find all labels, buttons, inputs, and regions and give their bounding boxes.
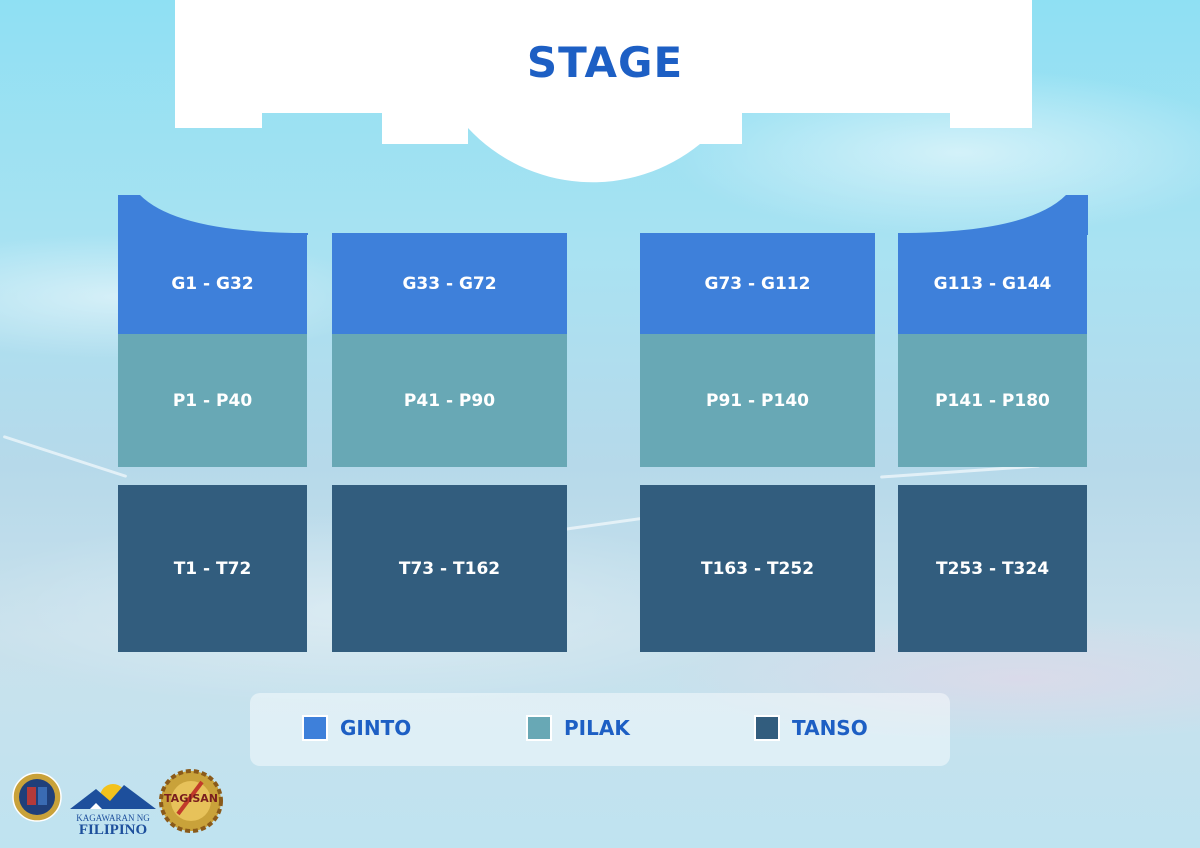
kagawaran-line2: FILIPINO	[78, 822, 148, 838]
section-label: G1 - G32	[171, 273, 254, 294]
school-seal-logo	[12, 772, 62, 822]
section-label: T163 - T252	[700, 558, 815, 579]
section-pilak-1[interactable]: P1 - P40	[118, 334, 307, 467]
section-ginto-2[interactable]: G33 - G72	[332, 233, 567, 334]
section-pilak-3[interactable]: P91 - P140	[640, 334, 875, 467]
legend-label-ginto: GINTO	[340, 716, 412, 740]
legend-item-tanso: TANSO	[754, 715, 868, 741]
mountain-sun-icon	[70, 784, 156, 810]
section-ginto-3[interactable]: G73 - G112	[640, 233, 875, 334]
section-tanso-4[interactable]: T253 - T324	[898, 485, 1087, 652]
sky-streak	[2, 434, 128, 479]
section-label: T73 - T162	[398, 558, 501, 579]
section-label: G113 - G144	[933, 273, 1052, 294]
kagawaran-line1: KAGAWARAN NG	[76, 813, 150, 823]
tagisan-text: TAGISAN	[164, 792, 218, 805]
section-label: G33 - G72	[402, 273, 497, 294]
section-tanso-3[interactable]: T163 - T252	[640, 485, 875, 652]
legend-item-pilak: PILAK	[526, 715, 630, 741]
stage-area	[175, 0, 1032, 183]
section-pilak-4[interactable]: P141 - P180	[898, 334, 1087, 467]
legend-item-ginto: GINTO	[302, 715, 411, 741]
swatch-tanso	[754, 715, 780, 741]
section-ginto-4[interactable]: G113 - G144	[898, 233, 1087, 334]
section-label: P41 - P90	[403, 390, 496, 411]
legend: GINTO PILAK TANSO	[250, 693, 950, 766]
gear-icon	[159, 769, 223, 833]
legend-label-tanso: TANSO	[792, 716, 868, 740]
kagawaran-logo: KAGAWARAN NG FILIPINO	[68, 775, 158, 838]
section-label: P141 - P180	[935, 390, 1050, 411]
swatch-ginto	[302, 715, 328, 741]
section-tanso-2[interactable]: T73 - T162	[332, 485, 567, 652]
section-ginto-1[interactable]: G1 - G32	[118, 233, 307, 334]
section-label: T253 - T324	[935, 558, 1050, 579]
section-tanso-1[interactable]: T1 - T72	[118, 485, 307, 652]
swatch-pilak	[526, 715, 552, 741]
section-label: P91 - P140	[706, 390, 809, 411]
stage-label: STAGE	[526, 38, 684, 87]
tagisan-logo: TAGISAN	[158, 768, 224, 834]
section-label: G73 - G112	[704, 273, 811, 294]
corner-curve-right	[898, 195, 1088, 235]
section-pilak-2[interactable]: P41 - P90	[332, 334, 567, 467]
section-label: P1 - P40	[172, 390, 253, 411]
legend-label-pilak: PILAK	[564, 716, 630, 740]
corner-curve-left	[118, 195, 308, 235]
section-label: T1 - T72	[173, 558, 252, 579]
